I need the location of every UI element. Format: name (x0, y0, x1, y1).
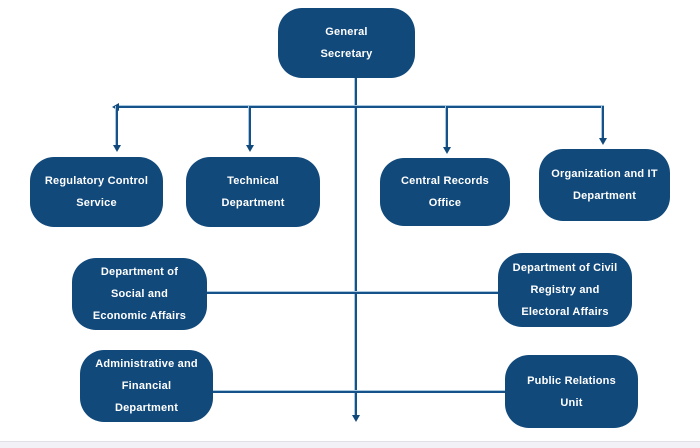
connector-branch-organization-it (602, 106, 604, 139)
branch-arrowhead-organization-it-icon (599, 138, 607, 145)
node-regulatory-control-service: Regulatory Control Service (30, 157, 163, 227)
node-label: Organization and IT Department (551, 168, 658, 202)
node-label: Central Records Office (401, 175, 489, 209)
node-civil-registry-electoral: Department of Civil Registry and Elector… (498, 253, 632, 327)
node-label: General Secretary (320, 26, 373, 60)
branch-arrowhead-regulatory-icon (113, 145, 121, 152)
branch-arrowhead-technical-icon (246, 145, 254, 152)
node-central-records-office: Central Records Office (380, 158, 510, 226)
connector-row3-horizontal (213, 391, 505, 393)
node-label: Administrative and Financial Department (95, 358, 198, 414)
node-label: Department of Social and Economic Affair… (92, 266, 187, 322)
node-label: Department of Civil Registry and Elector… (512, 262, 618, 318)
node-label: Public Relations Unit (527, 374, 616, 409)
node-technical-department: Technical Department (186, 157, 320, 227)
trunk-arrowhead-down-icon (352, 415, 360, 422)
connector-branch-regulatory (116, 106, 118, 146)
node-label: Technical Department (221, 175, 285, 209)
connector-branch-central-records (446, 106, 448, 148)
node-label: Regulatory Control Service (44, 175, 149, 209)
node-organization-it-department: Organization and IT Department (539, 149, 670, 221)
connector-row2-horizontal (207, 292, 498, 294)
connector-trunk-vertical (355, 77, 357, 416)
node-administrative-financial: Administrative and Financial Department (80, 350, 213, 422)
top-line-arrowhead-left-icon (112, 103, 119, 111)
node-public-relations-unit: Public Relations Unit (505, 355, 638, 428)
branch-arrowhead-central-records-icon (443, 147, 451, 154)
connector-branch-technical (249, 106, 251, 146)
node-social-economic-affairs: Department of Social and Economic Affair… (72, 258, 207, 330)
node-general-secretary: General Secretary (278, 8, 415, 78)
footer-strip (0, 441, 700, 448)
connector-top-horizontal (117, 106, 604, 108)
